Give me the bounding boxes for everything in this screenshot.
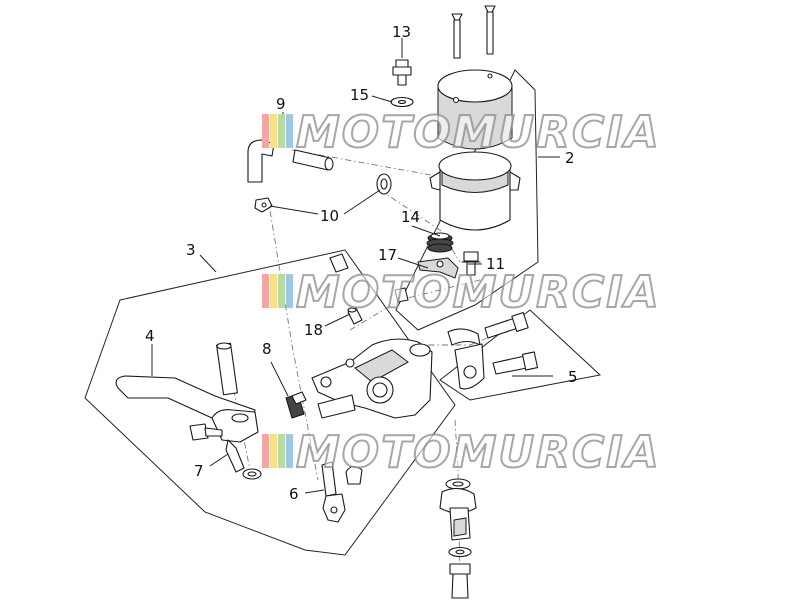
- callout-8: 8: [262, 340, 272, 358]
- part-10-clips: [254, 173, 392, 213]
- part-17-bracket: [417, 257, 459, 279]
- watermark-1: MOTOMURCIA: [262, 106, 661, 159]
- callout-7: 7: [194, 462, 204, 480]
- part-4-brake-lever: [115, 375, 259, 473]
- callout-labels: 13 15 9 2 10 14 3 17 11 18 4 8 5 7 6: [145, 23, 578, 503]
- part-7-adjuster: [189, 423, 262, 480]
- callout-18: 18: [304, 321, 323, 339]
- callout-2: 2: [565, 149, 575, 167]
- part-18-pin: [347, 307, 363, 325]
- watermark-text-2: MOTOMURCIA: [296, 267, 661, 318]
- callout-3: 3: [186, 241, 196, 259]
- callout-17: 17: [378, 246, 397, 264]
- watermark-text-3: MOTOMURCIA: [296, 427, 661, 478]
- callout-9: 9: [276, 95, 286, 113]
- part-6-brake-switch: [321, 461, 363, 523]
- part-8-dust-boot: [285, 391, 307, 419]
- master-cylinder-body: [311, 338, 433, 419]
- watermark-text-1: MOTOMURCIA: [296, 107, 661, 158]
- callout-14: 14: [401, 208, 420, 226]
- part-2-reservoir: [429, 151, 521, 231]
- callout-6: 6: [289, 485, 299, 503]
- banjo-fitting-stack: [439, 478, 477, 599]
- frame-assembly-2: [395, 69, 539, 331]
- callout-10: 10: [320, 207, 339, 225]
- part-9-hose: [247, 139, 334, 183]
- upper-fittings: [329, 253, 409, 303]
- reservoir-cover-screws: [451, 5, 496, 59]
- callout-11: 11: [486, 255, 505, 273]
- reservoir-cap: [437, 69, 513, 150]
- part-11-screw: [461, 251, 481, 276]
- part-13-bolt: [392, 59, 412, 86]
- lever-pushrod: [216, 342, 238, 396]
- watermark-3: MOTOMURCIA: [262, 426, 661, 479]
- watermark-2: MOTOMURCIA: [262, 266, 661, 319]
- callout-13: 13: [392, 23, 411, 41]
- part-5-clamp-and-bolts: [447, 311, 539, 390]
- callout-15: 15: [350, 86, 369, 104]
- callout-4: 4: [145, 327, 155, 345]
- part-15-washer: [390, 96, 414, 108]
- frame-assembly-3: [84, 249, 456, 556]
- callout-5: 5: [568, 368, 578, 386]
- part-14-bellows: [426, 232, 454, 253]
